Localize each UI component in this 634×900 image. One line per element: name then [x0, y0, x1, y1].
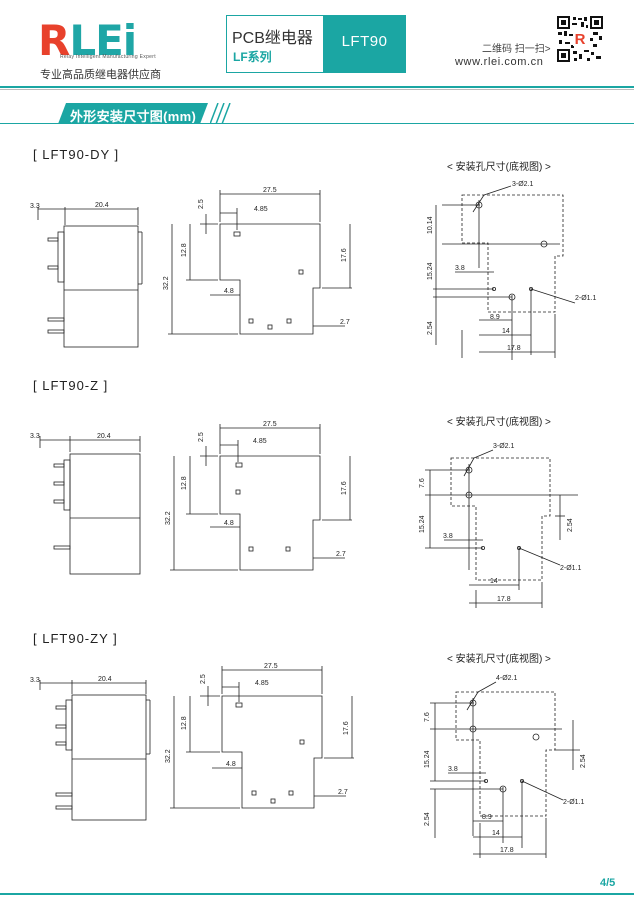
model-label: LFT90 — [341, 33, 388, 50]
dim-485: 4.85 — [253, 438, 267, 445]
section-title-zy: [ LFT90-ZY ] — [33, 631, 118, 646]
dim-322: 32.2 — [165, 749, 172, 763]
hole-small: 2-Ø1.1 — [563, 799, 585, 806]
qr-logo-r: R — [575, 31, 586, 48]
hole-v2: 15.24 — [424, 750, 431, 768]
hole-h3: 14 — [490, 578, 498, 585]
qr-label: 二维码 扫一扫> — [482, 44, 551, 55]
footer-rule — [0, 893, 634, 895]
hole-h4: 17.8 — [507, 345, 521, 352]
hole-h3: 14 — [502, 328, 510, 335]
dim-176: 17.6 — [343, 721, 350, 735]
dim-d2: 20.4 — [95, 202, 109, 209]
header-rule-gray — [0, 89, 634, 90]
hole-v3: 2.54 — [424, 812, 431, 826]
dim-27: 2.7 — [340, 319, 350, 326]
dim-48: 4.8 — [224, 520, 234, 527]
hole-v1: 7.6 — [424, 712, 431, 722]
hole-h2: 8.9 — [490, 314, 500, 321]
dim-w: 27.5 — [263, 187, 277, 194]
dim-322: 32.2 — [163, 276, 170, 290]
dim-d1: 3.3 — [30, 433, 40, 440]
company-logo: RLEi — [38, 16, 137, 65]
side-view-zy — [39, 680, 151, 821]
dim-176: 17.6 — [341, 481, 348, 495]
model-badge — [323, 15, 406, 73]
drawing-group-z: 3.3 20.4 27.5 4.85 2.5 12.8 32.2 4.8 17.… — [30, 421, 582, 608]
drawing-group-dy: 3.3 20.4 27.5 4.85 2.5 12.8 32.2 4.8 17.… — [30, 181, 597, 360]
page-number: 4/5 — [600, 877, 616, 889]
hole-title-zy: < 安装孔尺寸(底视图) > — [447, 654, 551, 665]
logo-letter-r: R — [38, 16, 70, 65]
hole-h4: 17.8 — [497, 596, 511, 603]
hole-view-zy — [430, 681, 580, 858]
tab-stripes — [210, 103, 231, 124]
hole-v3: 2.54 — [427, 321, 434, 335]
dim-25: 2.5 — [198, 432, 205, 442]
dim-d2: 20.4 — [97, 433, 111, 440]
hole-title-dy: < 安装孔尺寸(底视图) > — [447, 162, 551, 173]
dim-48: 4.8 — [224, 288, 234, 295]
logo-subtext: Relay Intelligent Manufacturing Expert — [60, 54, 156, 60]
dim-128: 12.8 — [181, 243, 188, 257]
dim-d1: 3.3 — [30, 677, 40, 684]
dim-128: 12.8 — [181, 716, 188, 730]
hole-v1: 7.6 — [419, 478, 426, 488]
hole-big: 4-Ø2.1 — [496, 675, 518, 682]
drawing-group-zy: 3.3 20.4 27.5 4.85 2.5 12.8 32.2 4.8 17.… — [30, 663, 587, 858]
hole-view-dy — [433, 185, 576, 360]
hole-big: 3-Ø2.1 — [493, 443, 515, 450]
section-tab — [58, 103, 208, 124]
hole-h1: 3.8 — [448, 766, 458, 773]
hole-v2: 15.24 — [427, 262, 434, 280]
dim-48: 4.8 — [226, 761, 236, 768]
logo-letters-lei: LEi — [69, 16, 137, 65]
dim-128: 12.8 — [181, 476, 188, 490]
dim-485: 4.85 — [254, 206, 268, 213]
dim-d2: 20.4 — [98, 676, 112, 683]
dim-d1: 3.3 — [30, 203, 40, 210]
hole-v1: 10.14 — [427, 216, 434, 234]
hole-v3: 2.54 — [567, 518, 574, 532]
hole-h1: 3.8 — [443, 533, 453, 540]
series-label: LF系列 — [233, 50, 272, 64]
hole-h1: 3.8 — [455, 265, 465, 272]
dim-27: 2.7 — [336, 551, 346, 558]
dim-27: 2.7 — [338, 789, 348, 796]
section-title-dy: [ LFT90-DY ] — [33, 147, 120, 162]
top-view-zy — [170, 666, 354, 809]
dim-176: 17.6 — [341, 248, 348, 262]
top-view-dy — [168, 190, 352, 335]
dim-25: 2.5 — [198, 199, 205, 209]
hole-small: 2-Ø1.1 — [575, 295, 597, 302]
dim-25: 2.5 — [200, 674, 207, 684]
hole-h3: 14 — [492, 830, 500, 837]
company-tagline: 专业高品质继电器供应商 — [40, 69, 161, 81]
side-view-dy — [37, 207, 143, 348]
website-link[interactable]: www.rlei.com.cn — [455, 56, 544, 68]
dim-322: 32.2 — [165, 511, 172, 525]
hole-h2: 8.9 — [482, 814, 492, 821]
hole-small: 2-Ø1.1 — [560, 565, 582, 572]
hole-view-z — [425, 449, 578, 608]
dim-w: 27.5 — [263, 421, 277, 428]
hole-big: 3-Ø2.1 — [512, 181, 534, 188]
hole-v4: 2.54 — [580, 754, 587, 768]
hole-title-z: < 安装孔尺寸(底视图) > — [447, 417, 551, 428]
dim-485: 4.85 — [255, 680, 269, 687]
header-rule — [0, 86, 634, 88]
side-view-z — [39, 436, 141, 575]
qr-code-icon: R — [557, 16, 603, 62]
hole-v2: 15.24 — [419, 515, 426, 533]
dim-w: 27.5 — [264, 663, 278, 670]
section-tab-underline — [0, 123, 634, 124]
hole-h4: 17.8 — [500, 847, 514, 854]
section-title-z: [ LFT90-Z ] — [33, 378, 109, 393]
top-view-z — [170, 424, 352, 571]
section-tab-label: 外形安装尺寸图(mm) — [70, 109, 197, 124]
product-title: PCB继电器 — [232, 30, 313, 47]
